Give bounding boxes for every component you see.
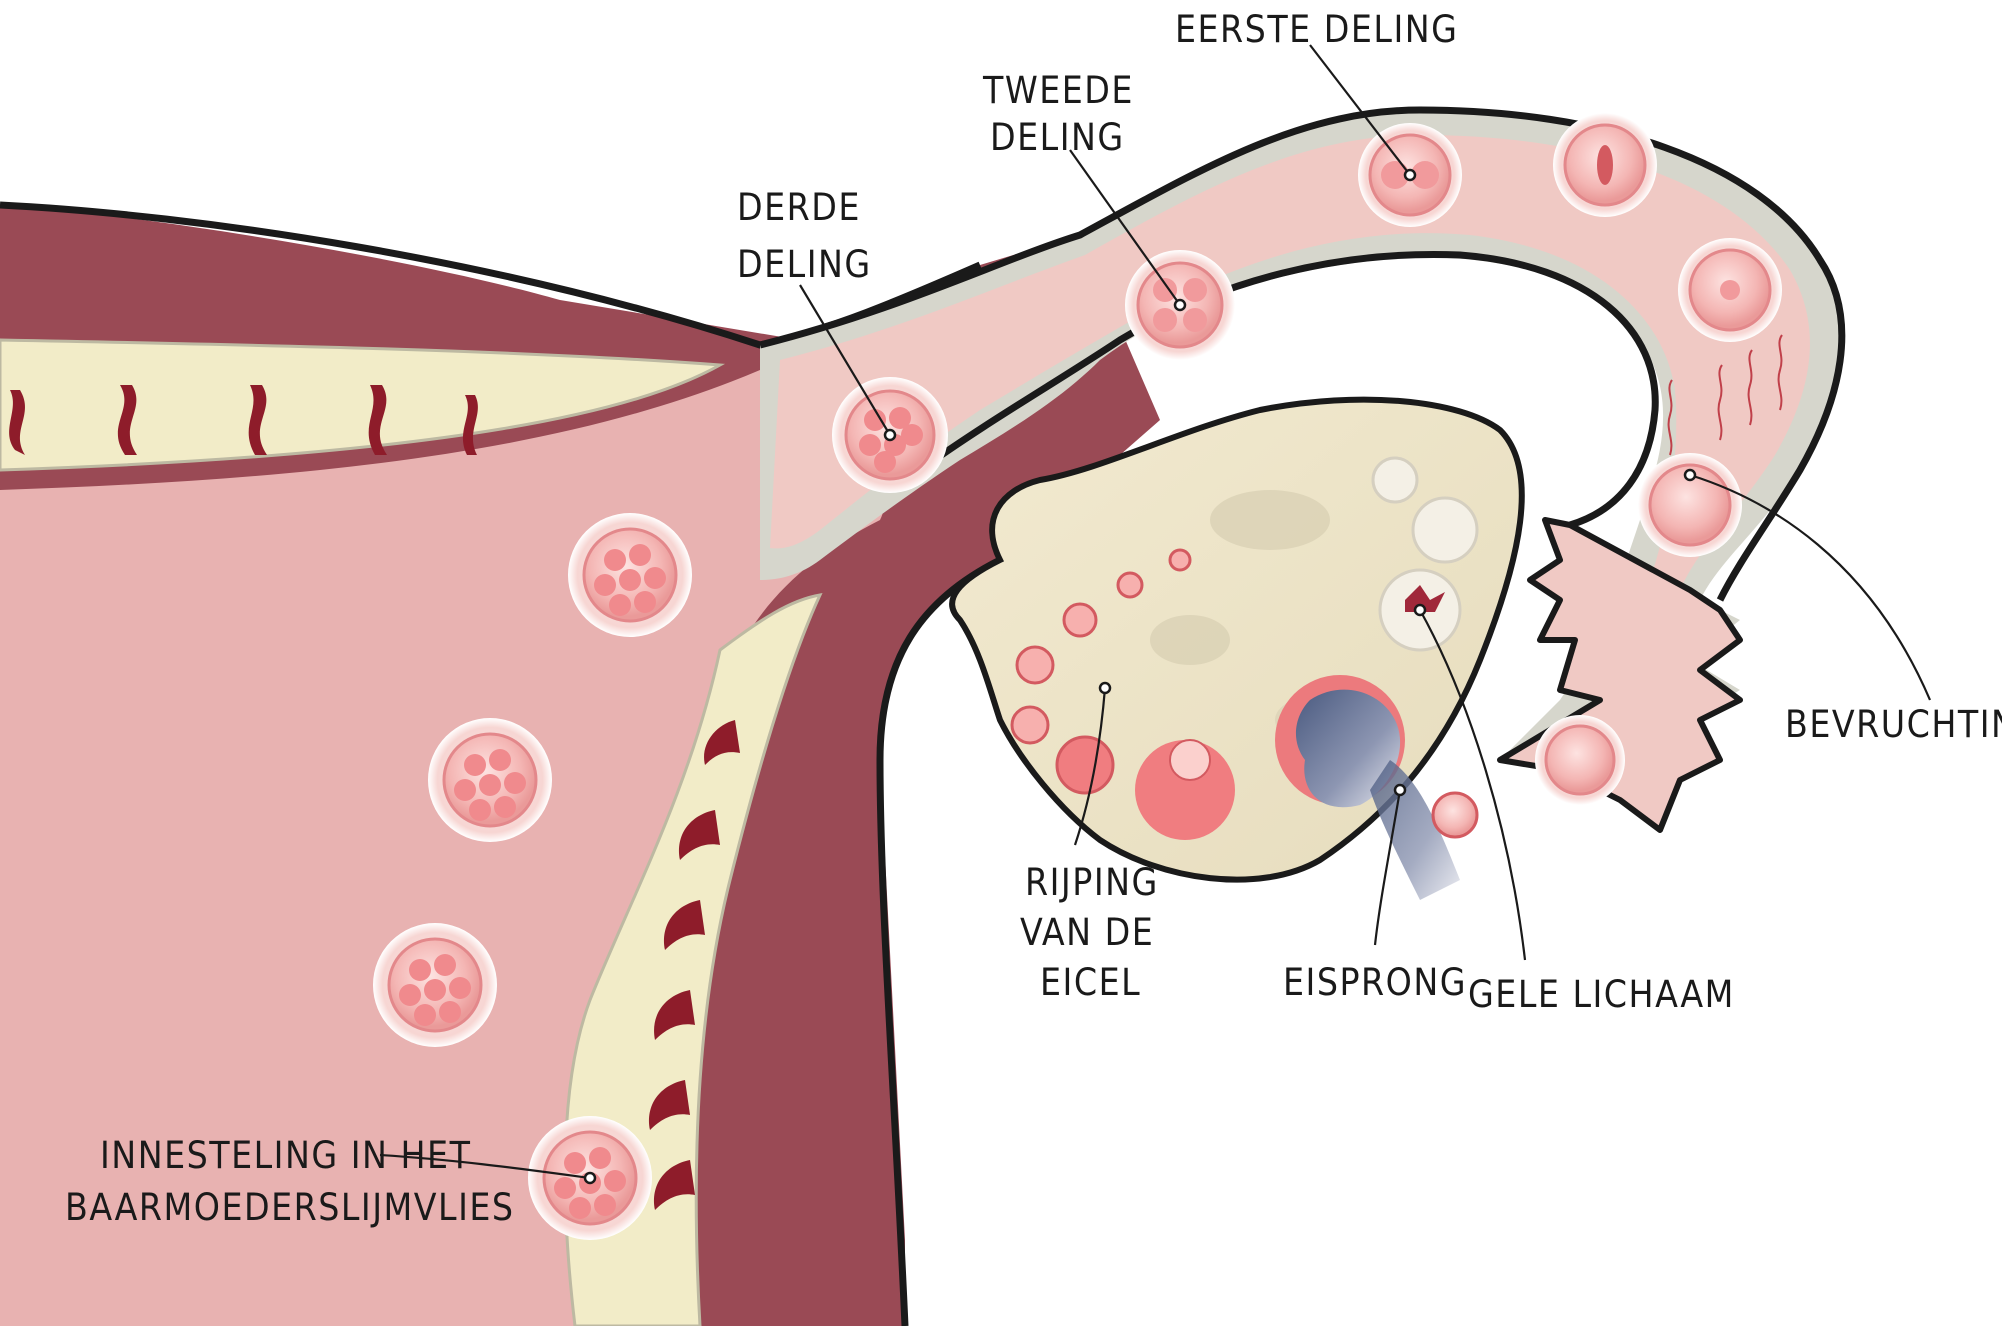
morula-3 [373,923,497,1047]
endometrium-top [0,338,726,472]
label-eisprong: EISPRONG [1283,961,1467,1004]
cell-tube-2 [1553,113,1657,217]
cell-fimbriae [1535,715,1625,805]
label-bevruchting: BEVRUCHTING [1785,703,2002,746]
ovary-shade-2 [1150,615,1230,665]
cell-bevruchting [1638,453,1742,557]
label-rijping-3: EICEL [1040,961,1141,1004]
follicles [1010,548,1235,840]
morula-1 [568,513,692,637]
tube-outline-inner [917,251,1659,529]
embryo-cells [373,113,1782,1240]
endometrial-glands [9,385,740,1210]
label-tweede-deling-2: DELING [990,116,1125,159]
cell-tube-3 [1678,238,1782,342]
label-gele-lichaam: GELE LICHAAM [1468,973,1735,1016]
ovary-shade-1 [1210,490,1330,550]
label-eerste-deling: EERSTE DELING [1175,8,1458,51]
labels: EERSTE DELING TWEEDE DELING DERDE DELING… [65,8,2002,1229]
label-tweede-deling-1: TWEEDE [982,69,1134,112]
label-rijping-1: RIJPING [1025,861,1159,904]
label-derde-deling-2: DELING [737,243,872,286]
ovulation-follicle [1275,675,1479,900]
sperm-cells [1667,334,1783,456]
ovary [949,396,1525,900]
morula-2 [428,718,552,842]
label-innesteling-1: INNESTELING IN HET [100,1134,471,1177]
label-derde-deling-1: DERDE [737,186,861,229]
label-innesteling-2: BAARMOEDERSLIJMVLIES [65,1186,515,1229]
uterus-outline-right [876,556,1002,1326]
label-rijping-2: VAN DE [1020,911,1154,954]
tube-outline-top [759,106,1846,602]
leader-lines [379,44,1932,1185]
tube-lumen [770,135,1810,590]
